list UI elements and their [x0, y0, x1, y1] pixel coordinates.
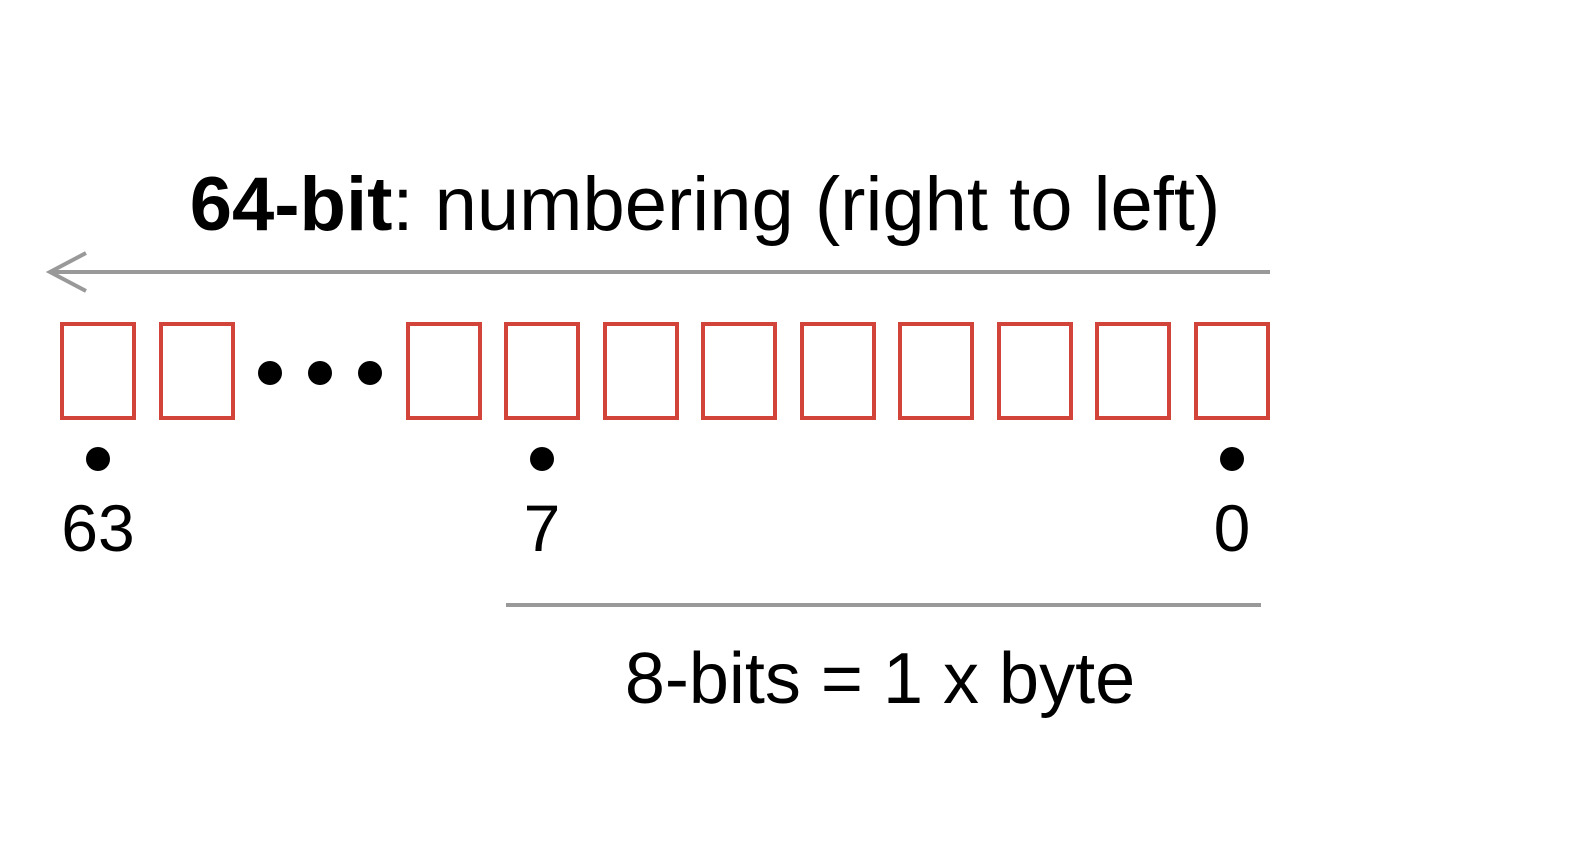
bit-box-1 [1095, 322, 1171, 420]
arrow-head-icon [45, 251, 87, 293]
ellipsis-dot [258, 361, 282, 385]
bit-box-8 [406, 322, 482, 420]
ellipsis [258, 361, 382, 385]
bit-box-7 [504, 322, 580, 420]
bit-box-row [60, 322, 1270, 420]
ellipsis-dot [358, 361, 382, 385]
bit-label-0: 0 [1213, 491, 1251, 565]
title-bit-width: 64-bit [189, 162, 393, 247]
bit-marker-7 [530, 447, 554, 471]
bit-marker-0 [1220, 447, 1244, 471]
bit-box-3 [898, 322, 974, 420]
bit-box-0 [1194, 322, 1270, 420]
bit-box-6 [603, 322, 679, 420]
bit-label-63: 63 [61, 491, 135, 565]
bit-label-7: 7 [523, 491, 561, 565]
bit-box-4 [800, 322, 876, 420]
ellipsis-dot [308, 361, 332, 385]
byte-caption: 8-bits = 1 x byte [624, 639, 1136, 719]
direction-arrow [45, 251, 1270, 293]
bit-box-2 [997, 322, 1073, 420]
bit-marker-63 [86, 447, 110, 471]
bit-box-62 [159, 322, 235, 420]
title-description: : numbering (right to left) [392, 162, 1221, 247]
diagram-title: 64-bit: numbering (right to left) [0, 160, 1410, 250]
bit-box-63 [60, 322, 136, 420]
bit-box-5 [701, 322, 777, 420]
